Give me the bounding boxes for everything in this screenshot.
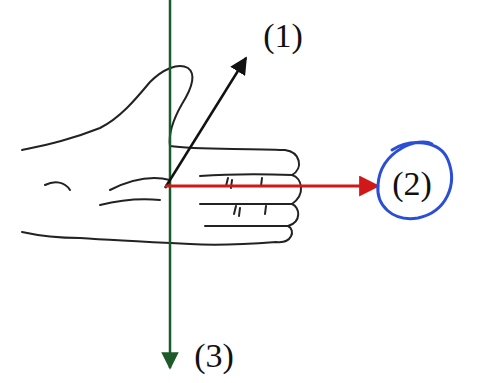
- vector-arrow: [169, 0, 172, 368]
- callout-number: (2): [392, 167, 432, 201]
- hand-outline: [22, 66, 301, 245]
- callout-number: (3): [194, 339, 234, 373]
- vector-arrow: [165, 185, 378, 188]
- highlight-circle: [378, 142, 452, 219]
- vector-arrow: [165, 58, 246, 188]
- callout-number: (1): [263, 19, 303, 53]
